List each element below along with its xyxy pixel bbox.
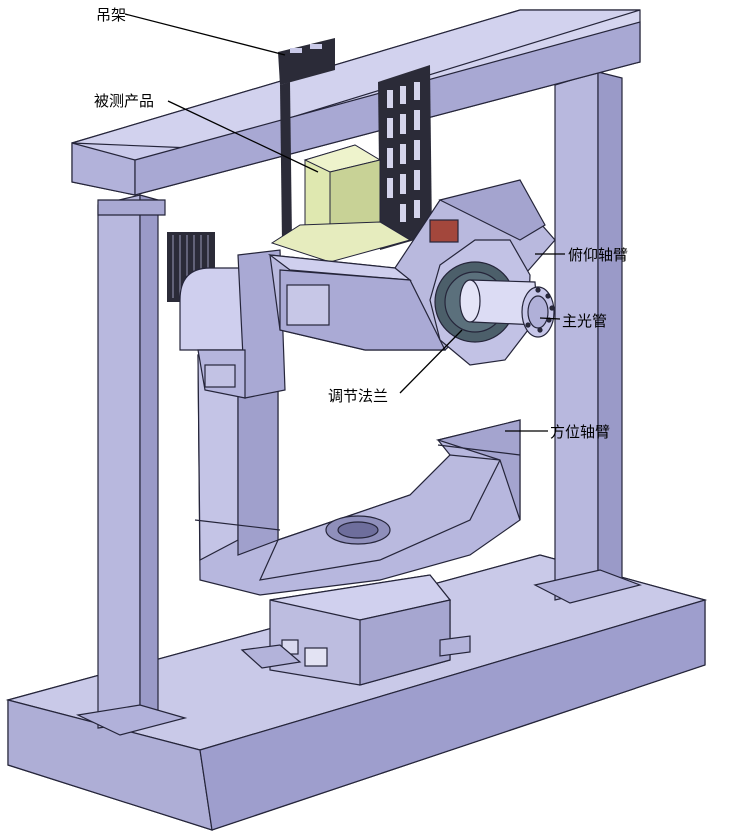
leader-lines	[124, 13, 565, 432]
right-pillar	[533, 71, 642, 604]
rotary-base	[240, 574, 471, 686]
leader-product	[167, 100, 319, 173]
label-hanger: 吊架	[96, 6, 127, 24]
label-product-under-test: 被测产品	[94, 92, 155, 110]
leader-light-tube	[539, 317, 561, 320]
hanger-bracket	[278, 38, 432, 250]
leader-flange	[399, 329, 463, 394]
pitch-motor-housing	[179, 249, 286, 399]
label-main-light-tube: 主光管	[562, 312, 608, 330]
leader-hanger	[124, 13, 286, 56]
label-pitch-arm: 俯仰轴臂	[568, 246, 629, 264]
product-under-test	[270, 144, 412, 263]
label-azimuth-arm: 方位轴臂	[550, 423, 611, 441]
label-adjust-flange: 调节法兰	[328, 387, 389, 405]
left-pillar	[76, 194, 188, 736]
main-light-tube	[459, 279, 555, 338]
azimuth-arm	[194, 344, 521, 596]
